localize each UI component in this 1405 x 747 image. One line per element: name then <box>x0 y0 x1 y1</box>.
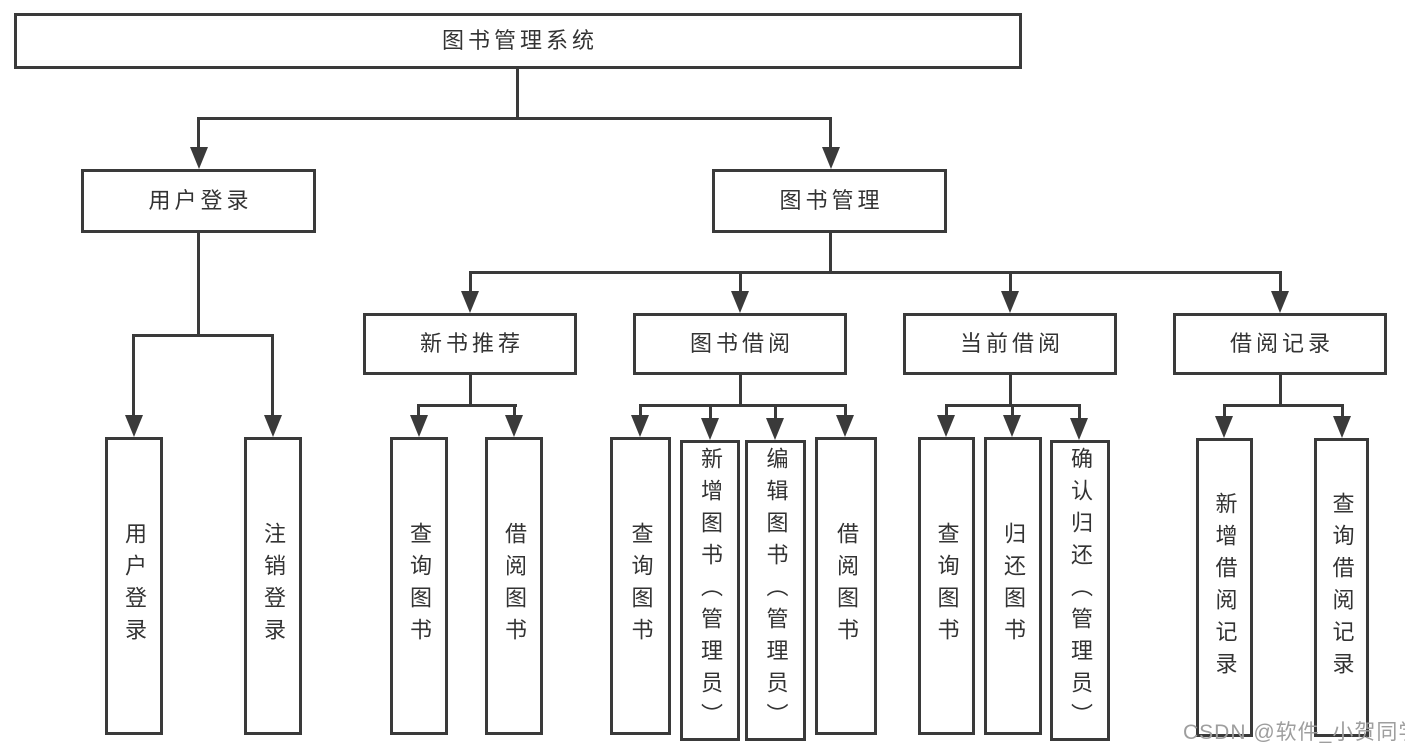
leaf-user-login-label: 用户登录 <box>122 522 147 650</box>
connector-to-new-book <box>469 271 472 291</box>
leaf-query-borrow-record-label: 查询借阅记录 <box>1329 491 1355 684</box>
connector-to-leaf-logout <box>271 334 274 415</box>
connector-book-borrowing-crossbar <box>639 404 846 407</box>
connector-to-leaf-query-books-1 <box>417 404 420 415</box>
connector-to-leaf-user-login <box>132 334 135 415</box>
leaf-logout-label: 注销登录 <box>261 522 286 650</box>
leaf-edit-books-admin-label: 编辑图书（管理员） <box>763 446 789 735</box>
node-book-borrowing: 图书借阅 <box>633 313 847 375</box>
node-borrowing-records: 借阅记录 <box>1173 313 1387 375</box>
connector-book-management-stem <box>829 233 832 274</box>
node-book-management-label: 图书管理 <box>779 188 884 213</box>
node-new-book-recommendation-label: 新书推荐 <box>419 331 524 356</box>
arrowhead-user-login <box>190 147 208 169</box>
leaf-query-books-recommend-label: 查询图书 <box>407 522 432 650</box>
leaf-logout: 注销登录 <box>244 437 302 735</box>
connector-new-book-crossbar <box>417 404 517 407</box>
connector-to-current-borrowing <box>1009 271 1012 291</box>
leaf-return-books-label: 归还图书 <box>1001 522 1026 650</box>
arrowhead-book-borrowing <box>731 291 749 313</box>
arrowhead-new-book <box>461 291 479 313</box>
connector-book-management-crossbar <box>469 271 1282 274</box>
node-library-system-label: 图书管理系统 <box>441 28 598 53</box>
arrowhead-leaf-edit-books <box>766 418 784 440</box>
leaf-edit-books-admin: 编辑图书（管理员） <box>745 440 806 741</box>
arrowhead-leaf-add-borrow-record <box>1215 416 1233 438</box>
arrowhead-leaf-user-login <box>125 415 143 437</box>
leaf-borrow-books-recommend: 借阅图书 <box>485 437 543 735</box>
arrowhead-leaf-logout <box>264 415 282 437</box>
leaf-borrow-books-recommend-label: 借阅图书 <box>502 522 527 650</box>
connector-to-book-borrowing <box>739 271 742 291</box>
connector-to-leaf-query-books-2 <box>639 404 642 415</box>
node-current-borrowing-label: 当前借阅 <box>959 331 1064 356</box>
connector-to-leaf-return-books <box>1011 404 1014 415</box>
arrowhead-leaf-query-books-3 <box>937 415 955 437</box>
leaf-query-books-borrowing: 查询图书 <box>610 437 671 735</box>
arrowhead-leaf-confirm-return <box>1070 418 1088 440</box>
node-library-system: 图书管理系统 <box>14 13 1022 69</box>
connector-to-leaf-borrow-books-1 <box>513 404 516 415</box>
leaf-confirm-return-admin: 确认归还（管理员） <box>1050 440 1110 741</box>
leaf-add-borrow-record: 新增借阅记录 <box>1196 438 1253 737</box>
connector-root-to-user-login <box>197 117 200 148</box>
leaf-borrow-books-borrowing: 借阅图书 <box>815 437 877 735</box>
arrowhead-leaf-add-books <box>701 418 719 440</box>
node-user-login-label: 用户登录 <box>148 188 253 213</box>
arrowhead-borrowing-records <box>1271 291 1289 313</box>
leaf-user-login: 用户登录 <box>105 437 163 735</box>
arrowhead-current-borrowing <box>1001 291 1019 313</box>
connector-root-crossbar <box>197 117 832 120</box>
leaf-add-books-admin: 新增图书（管理员） <box>680 440 740 741</box>
arrowhead-leaf-query-books-2 <box>631 415 649 437</box>
arrowhead-leaf-borrow-books-2 <box>836 415 854 437</box>
node-user-login: 用户登录 <box>81 169 316 233</box>
watermark: CSDN @软件_小贺同学 <box>1183 721 1405 744</box>
leaf-confirm-return-admin-label: 确认归还（管理员） <box>1068 446 1093 735</box>
connector-to-leaf-query-borrow-record <box>1341 404 1344 416</box>
connector-to-leaf-add-books <box>709 404 712 418</box>
leaf-borrow-books-borrowing-label: 借阅图书 <box>834 522 859 650</box>
leaf-query-books-current: 查询图书 <box>918 437 975 735</box>
leaf-return-books: 归还图书 <box>984 437 1042 735</box>
node-current-borrowing: 当前借阅 <box>903 313 1117 375</box>
connector-to-leaf-borrow-books-2 <box>844 404 847 415</box>
connector-to-leaf-query-books-3 <box>945 404 948 415</box>
leaf-query-books-recommend: 查询图书 <box>390 437 448 735</box>
leaf-query-borrow-record: 查询借阅记录 <box>1314 438 1369 737</box>
node-borrowing-records-label: 借阅记录 <box>1229 331 1334 356</box>
connector-user-login-stem <box>197 233 200 337</box>
connector-to-borrowing-records <box>1279 271 1282 291</box>
leaf-query-books-current-label: 查询图书 <box>934 522 960 650</box>
node-book-management: 图书管理 <box>712 169 947 233</box>
arrowhead-book-management <box>822 147 840 169</box>
connector-current-borrowing-stem <box>1009 375 1012 407</box>
leaf-add-books-admin-label: 新增图书（管理员） <box>698 446 723 735</box>
arrowhead-leaf-return-books <box>1003 415 1021 437</box>
connector-borrowing-records-crossbar <box>1223 404 1344 407</box>
arrowhead-leaf-query-borrow-record <box>1333 416 1351 438</box>
arrowhead-leaf-borrow-books-1 <box>505 415 523 437</box>
connector-user-login-crossbar <box>132 334 274 337</box>
connector-borrowing-records-stem <box>1279 375 1282 407</box>
connector-to-leaf-edit-books <box>774 404 777 418</box>
leaf-query-books-borrowing-label: 查询图书 <box>628 522 654 650</box>
connector-to-leaf-add-borrow-record <box>1223 404 1226 416</box>
connector-new-book-stem <box>469 375 472 407</box>
connector-root-stem <box>516 68 519 119</box>
connector-root-to-book-management <box>829 117 832 148</box>
node-new-book-recommendation: 新书推荐 <box>363 313 577 375</box>
leaf-add-borrow-record-label: 新增借阅记录 <box>1212 491 1238 684</box>
connector-to-leaf-confirm-return <box>1078 404 1081 418</box>
arrowhead-leaf-query-books-1 <box>410 415 428 437</box>
node-book-borrowing-label: 图书借阅 <box>689 331 794 356</box>
connector-book-borrowing-stem <box>739 375 742 407</box>
